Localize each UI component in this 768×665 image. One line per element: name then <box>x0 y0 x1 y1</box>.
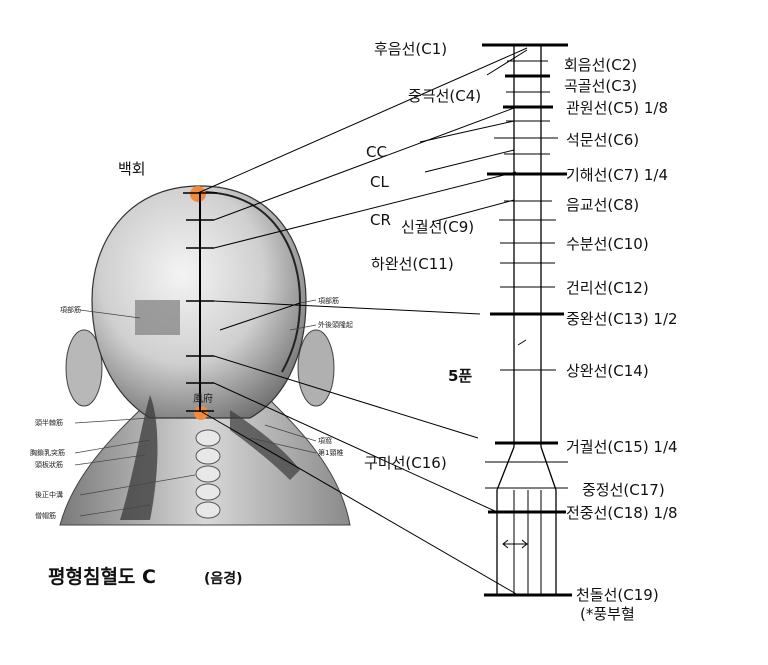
label-c9: 신궐선(C9) <box>401 218 474 236</box>
label-c6: 석문선(C6) <box>566 131 639 149</box>
label-c2: 회음선(C2) <box>564 56 637 74</box>
line-labels: 후음선(C1) 회음선(C2) 곡골선(C3) 중극선(C4) 관원선(C5) … <box>118 40 678 623</box>
svg-text:頭半棘筋: 頭半棘筋 <box>35 418 63 427</box>
baekhoe-point <box>190 186 206 202</box>
diagram-title: 평형침혈도 C (음경) <box>48 565 243 588</box>
title-main: 평형침혈도 C <box>48 565 156 588</box>
ruler <box>482 43 572 597</box>
label-c18: 전중선(C18) 1/8 <box>566 504 678 522</box>
label-c19: 천돌선(C19) <box>576 586 659 604</box>
label-c1: 후음선(C1) <box>374 40 447 58</box>
label-pungbu: 風府 <box>193 392 213 405</box>
svg-text:外後頭隆起: 外後頭隆起 <box>318 320 353 329</box>
label-c17: 중정선(C17) <box>582 481 665 499</box>
head-illustration: 項部筋 項部筋 外後頭隆起 頭半棘筋 胸鎖乳突筋 頭板狀筋 後正中溝 僧帽筋 項… <box>30 185 353 526</box>
zone-cc: CC <box>366 143 387 161</box>
label-c13: 중완선(C13) 1/2 <box>566 310 678 328</box>
title-sub: (음경) <box>204 570 243 587</box>
connector-lines <box>197 47 528 596</box>
label-c3: 곡골선(C3) <box>564 77 637 95</box>
label-c19-note: (*풍부혈 <box>580 605 635 623</box>
svg-text:頭板狀筋: 頭板狀筋 <box>35 460 63 469</box>
cervical-spine <box>195 429 221 519</box>
label-c7: 기해선(C7) 1/4 <box>566 166 668 184</box>
label-c10: 수분선(C10) <box>566 235 649 253</box>
svg-text:後正中溝: 後正中溝 <box>35 490 63 499</box>
mark-5pun: 5푼 <box>448 367 472 385</box>
label-baekhoe: 백회 <box>118 160 146 178</box>
label-c11: 하완선(C11) <box>371 255 454 273</box>
svg-text:項窩: 項窩 <box>318 436 332 445</box>
svg-text:第1頸椎: 第1頸椎 <box>318 448 343 457</box>
label-c5: 관원선(C5) 1/8 <box>566 99 668 117</box>
svg-text:胸鎖乳突筋: 胸鎖乳突筋 <box>30 448 65 457</box>
zone-cr: CR <box>370 211 391 229</box>
label-c15: 거궐선(C15) 1/4 <box>566 438 678 456</box>
svg-text:項部筋: 項部筋 <box>60 305 81 314</box>
anatomy-labels: 項部筋 項部筋 外後頭隆起 頭半棘筋 胸鎖乳突筋 頭板狀筋 後正中溝 僧帽筋 項… <box>30 296 353 520</box>
pungbu-point <box>194 406 208 420</box>
svg-text:項部筋: 項部筋 <box>318 296 339 305</box>
zone-cl: CL <box>370 173 389 191</box>
label-c16: 구미선(C16) <box>364 454 447 472</box>
label-c12: 건리선(C12) <box>566 279 649 297</box>
svg-text:僧帽筋: 僧帽筋 <box>35 511 56 520</box>
shaded-region <box>135 300 180 335</box>
label-c8: 음교선(C8) <box>566 196 639 214</box>
label-c4: 중극선(C4) <box>408 87 481 105</box>
label-c14: 상완선(C14) <box>566 362 649 380</box>
